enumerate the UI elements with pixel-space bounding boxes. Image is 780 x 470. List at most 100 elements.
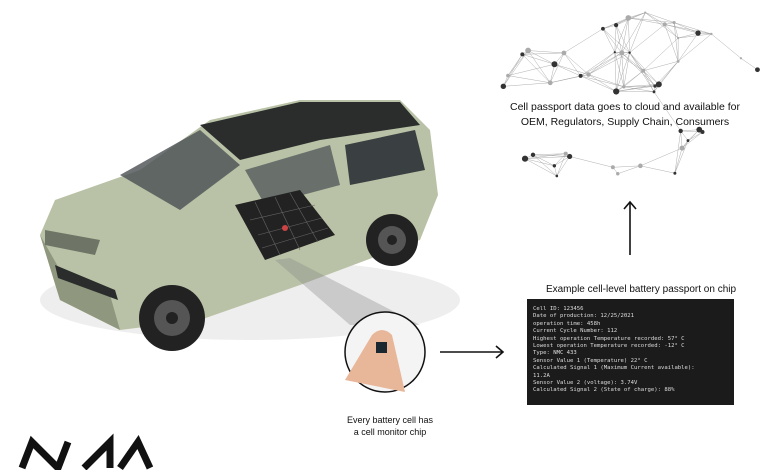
chip-caption-line: Every battery cell has: [346, 415, 434, 425]
network-node: [567, 153, 573, 160]
network-link: [563, 28, 604, 54]
network-node: [613, 51, 616, 54]
network-link: [681, 129, 700, 149]
network-node: [625, 15, 632, 21]
network-link: [653, 91, 681, 132]
electric-suv-illustration: [40, 100, 438, 351]
network-link: [623, 85, 656, 87]
network-node: [644, 11, 647, 14]
network-link: [628, 17, 665, 25]
network-link: [664, 24, 712, 35]
network-link: [554, 156, 570, 166]
network-node: [641, 68, 646, 73]
network-link: [614, 52, 644, 71]
network-node: [662, 22, 667, 27]
network-link: [621, 52, 656, 87]
network-link: [615, 25, 630, 53]
network-node: [696, 126, 703, 133]
network-link: [527, 50, 555, 65]
network-node: [619, 50, 625, 56]
network-node: [695, 30, 701, 36]
network-link: [588, 74, 624, 87]
network-link: [623, 70, 644, 87]
cell-monitor-chip-closeup: [344, 311, 426, 393]
passport-line: Calculated Signal 2 (State of charge): 8…: [533, 387, 675, 394]
network-link: [677, 33, 712, 62]
network-node: [676, 59, 680, 63]
network-link: [580, 75, 624, 87]
network-link: [550, 75, 581, 83]
network-link: [507, 54, 523, 76]
network-link: [617, 165, 641, 174]
passport-line: Calculated Signal 1 (Maximum Current ava…: [533, 365, 695, 372]
network-link: [629, 12, 646, 53]
network-link: [673, 22, 679, 39]
network-link: [507, 64, 555, 76]
network-link: [580, 52, 622, 77]
network-link: [645, 12, 665, 25]
network-link: [643, 61, 679, 71]
network-link: [629, 52, 655, 92]
network-node: [678, 128, 683, 134]
network-link: [643, 70, 659, 85]
network-link: [677, 32, 699, 62]
network-node: [578, 73, 583, 78]
network-link: [629, 52, 659, 85]
network-link: [580, 52, 615, 77]
network-node: [676, 36, 680, 40]
network-link: [588, 52, 630, 75]
network-link: [602, 28, 622, 53]
network-link: [588, 74, 617, 92]
network-node: [686, 139, 690, 142]
network-link: [640, 165, 675, 174]
network-link: [621, 12, 646, 53]
passport-line: Type: NMC 433: [533, 350, 577, 357]
passport-line: operation time: 458h: [533, 320, 601, 327]
network-link: [621, 52, 625, 87]
network-link: [629, 52, 644, 71]
network-node: [547, 80, 553, 86]
network-node: [551, 61, 558, 68]
network-link: [711, 33, 742, 59]
network-link: [653, 61, 679, 92]
network-link: [614, 25, 617, 53]
network-node: [586, 72, 591, 77]
network-link: [621, 52, 644, 71]
passport-line: Sensor Value 1 (Temperature) 22° C: [533, 357, 648, 364]
network-link: [674, 140, 689, 174]
network-link: [503, 54, 523, 87]
network-node: [672, 20, 676, 25]
network-link: [569, 156, 613, 168]
network-node: [739, 57, 743, 60]
network-node: [710, 32, 713, 36]
network-node: [525, 47, 531, 54]
network-link: [528, 50, 564, 54]
network-link: [674, 22, 699, 34]
network-link: [616, 70, 644, 92]
kia-logo: [18, 433, 154, 470]
cloud-caption-line: OEM, Regulators, Supply Chain, Consumers: [520, 116, 730, 128]
network-node: [652, 90, 656, 94]
network-link: [556, 156, 570, 177]
network-link: [602, 28, 615, 53]
chip: [376, 342, 387, 353]
network-link: [740, 58, 758, 70]
network-link: [503, 82, 551, 87]
network-node: [655, 81, 662, 88]
network-link: [580, 75, 617, 92]
chip-caption-line: a cell monitor chip: [353, 427, 427, 437]
network-link: [550, 64, 555, 83]
network-node: [755, 67, 760, 73]
network-link: [628, 17, 675, 23]
network-link: [674, 22, 712, 35]
network-link: [554, 165, 558, 177]
network-node: [506, 73, 510, 78]
network-node: [555, 174, 559, 178]
cloud-caption-line: Cell passport data goes to cloud and ava…: [510, 101, 740, 113]
network-link: [645, 12, 679, 39]
network-node: [628, 51, 631, 54]
network-link: [614, 17, 629, 53]
network-link: [623, 86, 655, 93]
network-node: [622, 85, 626, 89]
